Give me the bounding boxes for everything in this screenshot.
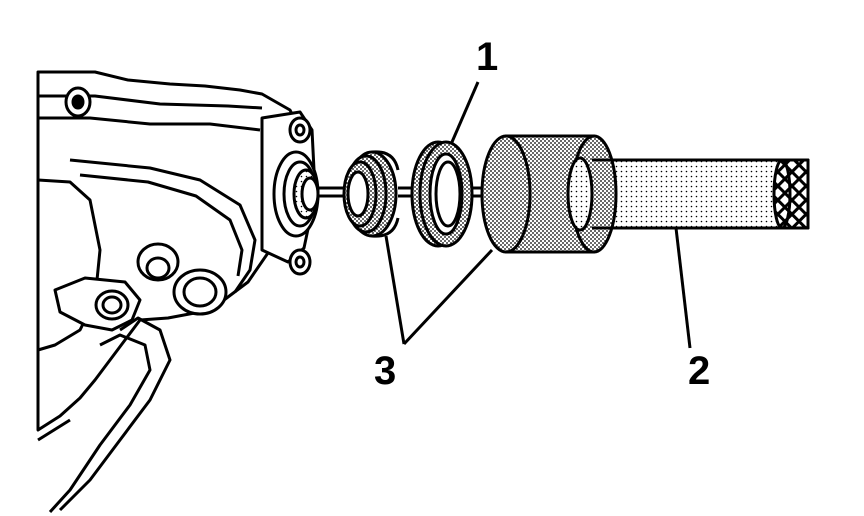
leader-lines: [384, 81, 692, 349]
leader-line-3a: [384, 235, 406, 345]
installer-tool: [480, 134, 810, 254]
retaining-ring: [410, 140, 474, 248]
callout-3: 3: [374, 349, 396, 393]
gear-housing: [36, 70, 320, 514]
callout-2: 2: [688, 349, 710, 393]
callout-1: 1: [476, 35, 498, 79]
leader-line-2: [674, 227, 692, 349]
leader-line-3b: [402, 248, 494, 346]
leader-line-1: [450, 81, 480, 143]
seal-part: [342, 150, 400, 238]
